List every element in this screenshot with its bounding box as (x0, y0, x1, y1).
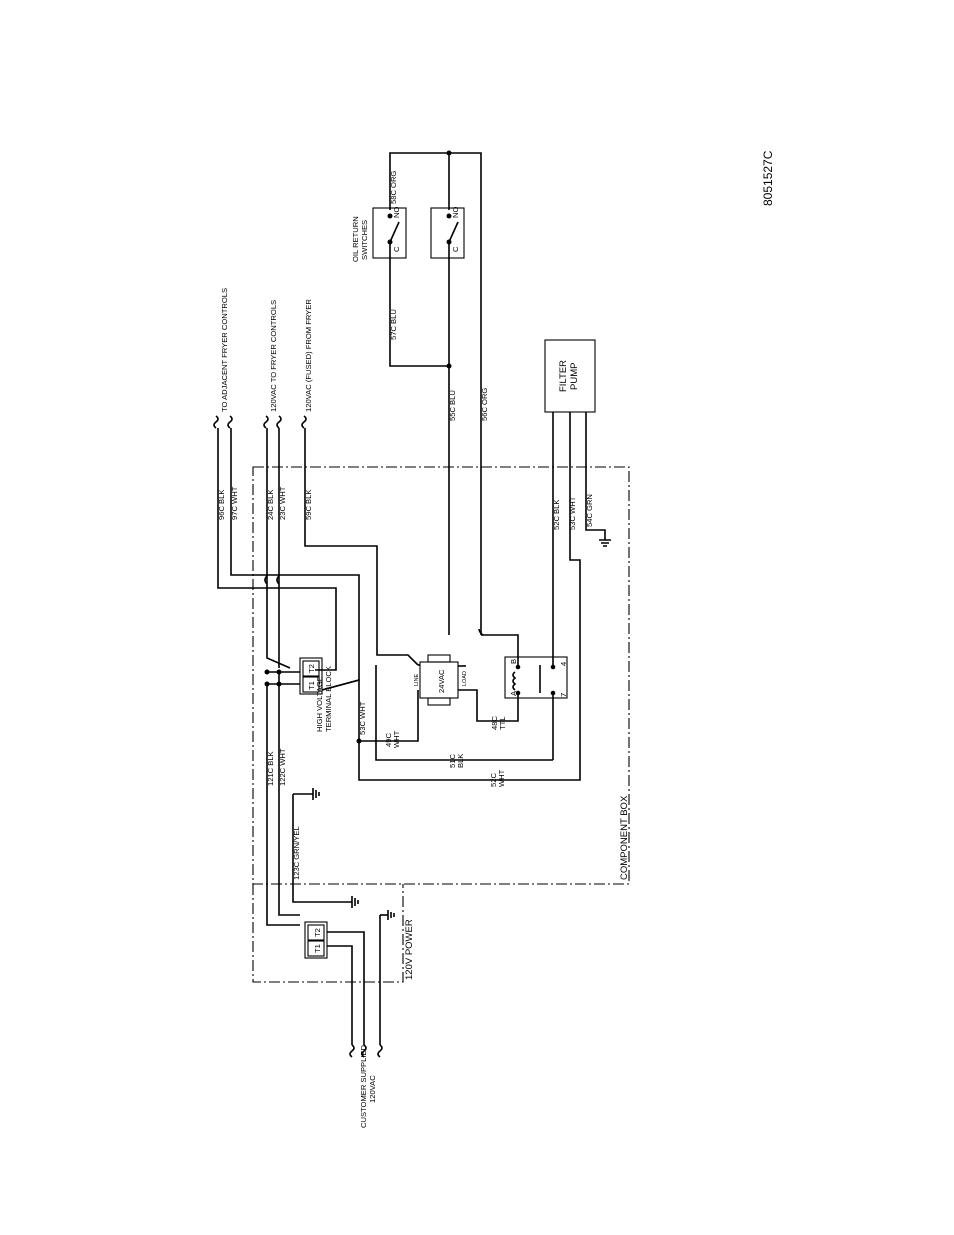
label-to-fryer: 120VAC TO FRYER CONTROLS (269, 300, 278, 412)
power-feed-wires (266, 684, 359, 926)
high-voltage-terminal-block: T2 T1 (264, 657, 323, 695)
oil-return-label-1: OIL RETURN (351, 216, 360, 262)
wire-labels: TO ADJACENT FRYER CONTROLS 120VAC TO FRY… (217, 150, 775, 1128)
wire-51c-2: BLK (456, 754, 465, 768)
wire-49c-1: 49C (384, 733, 393, 747)
transformer-label: 24VAC (437, 669, 446, 693)
drawing-number: 8051527C (761, 150, 775, 206)
wire-48c-2: TTL (498, 716, 507, 730)
hv-t2-label: T2 (307, 664, 316, 673)
hv-block-label-2: TERMINAL BLOCK (324, 666, 333, 732)
wire-96c: 96C BLK (217, 490, 226, 520)
power-box-outline (252, 884, 404, 983)
wire-24c: 24C BLK (266, 490, 275, 520)
wire-23c: 23C WHT (278, 486, 287, 520)
hv-t1-label: T1 (307, 681, 316, 690)
transformer-line-label: LINE (414, 673, 420, 686)
hv-block-label-1: HIGH VOLTAGE (315, 676, 324, 732)
sw1-no-label: NO (392, 207, 401, 218)
wire-58c: 58C ORG (389, 171, 398, 204)
wire-121c: 121C BLK (266, 751, 275, 786)
wire-49c-2: WHT (392, 730, 401, 748)
customer-supplied-label: CUSTOMER SUPPLIED (359, 1044, 368, 1128)
oil-return-circuit: NO C NO C OIL RETURN SWITCHES (351, 150, 484, 636)
transformer-load-label: LOAD (462, 671, 468, 686)
wire-52c-1: 52C (489, 773, 498, 787)
pw-t2-label: T2 (313, 928, 322, 937)
pw-t1-label: T1 (313, 944, 322, 953)
wire-52c-2: WHT (497, 769, 506, 787)
relay-7-label: 7 (559, 693, 568, 697)
filter-pump: FILTER PUMP (544, 339, 611, 547)
sw2-c-label: C (451, 246, 460, 252)
label-to-adjacent: TO ADJACENT FRYER CONTROLS (220, 288, 229, 412)
wire-57c: 57C BLU (389, 309, 398, 340)
label-from-fryer: 120VAC (FUSED) FROM FRYER (304, 299, 313, 412)
wire-53c: 53C WHT (568, 496, 577, 530)
sw1-c-label: C (392, 246, 401, 252)
wire-51c-1: 51C (448, 754, 457, 768)
wire-48c-1: 48C (490, 716, 499, 730)
customer-voltage-label: 120VAC (368, 1075, 377, 1103)
component-box-outline (252, 466, 630, 885)
component-box-label: COMPONENT BOX (619, 795, 630, 880)
sw2-no-label: NO (451, 207, 460, 218)
relay-4-label: 4 (559, 662, 568, 666)
wire-54c: 54C GRN (585, 494, 594, 527)
filter-pump-label-1: FILTER (558, 360, 569, 392)
relay-a-label: A (509, 690, 518, 696)
wire-123c: 123C GRN/YEL (292, 826, 301, 880)
wire-53c-wht: 53C WHT (358, 701, 367, 735)
power-terminal-block: T2 T1 (304, 910, 395, 1058)
wire-56c: 56C ORG (480, 388, 489, 421)
wire-55c: 55C BLU (448, 390, 457, 421)
relay-b-label: B (509, 659, 518, 664)
wire-52c: 52C BLK (552, 500, 561, 530)
field-wires-top (213, 415, 419, 691)
oil-return-label-2: SWITCHES (360, 220, 369, 260)
transformer-24vac: 24VAC LINE LOAD (375, 654, 553, 761)
wire-122c: 122C WHT (278, 748, 287, 786)
power-label: 120V POWER (404, 919, 415, 980)
wire-97c: 97C WHT (230, 486, 239, 520)
filter-pump-label-2: PUMP (569, 363, 580, 390)
neutral-wiring (321, 418, 581, 781)
relay: B A 4 7 (481, 418, 568, 760)
wire-59c: 59C BLK (304, 490, 313, 520)
